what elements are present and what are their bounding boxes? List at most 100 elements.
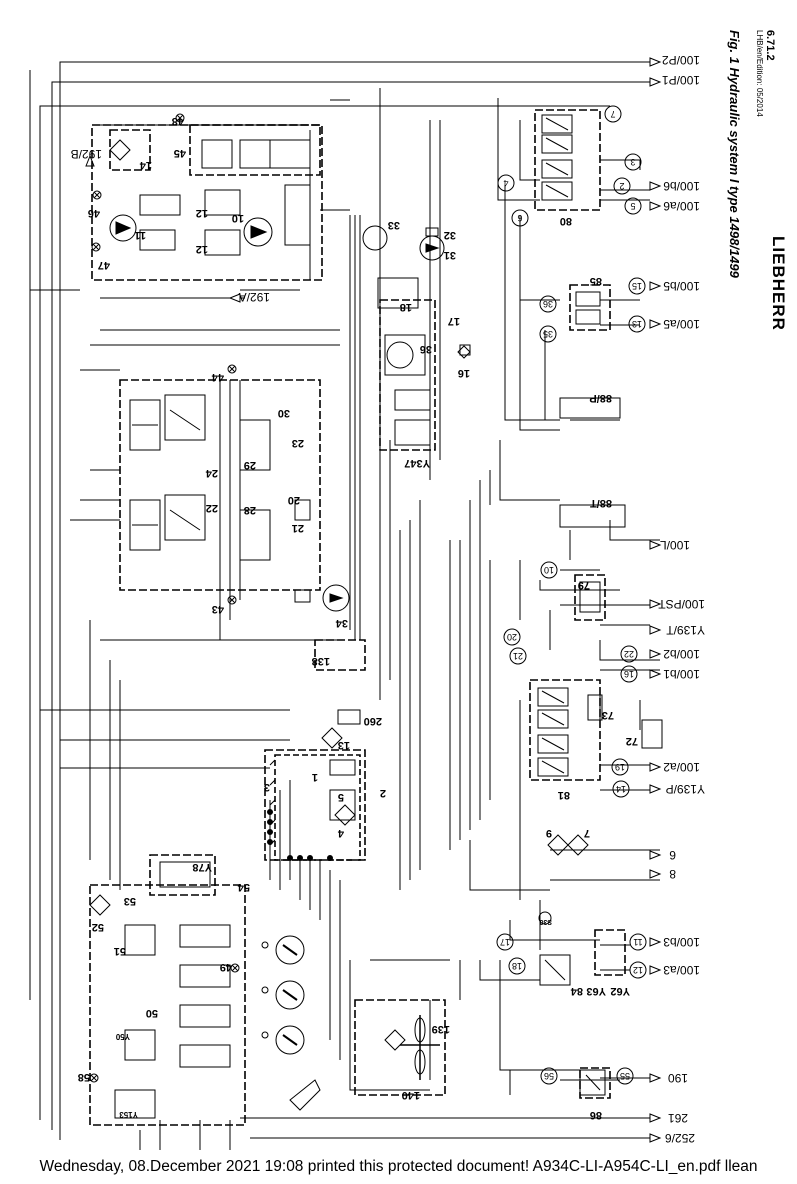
marker-35: 35 <box>543 329 553 339</box>
conn-a3: 100/a3 <box>663 963 700 977</box>
label-12a: 12 <box>196 207 208 219</box>
conn-b1: 100/b1 <box>663 667 700 681</box>
conn-a2: 100/a2 <box>663 760 700 774</box>
hydraulic-lines <box>29 61 660 1150</box>
conn-pst: 100/PST <box>658 597 705 611</box>
label-53: 53 <box>124 895 136 907</box>
label-47: 47 <box>98 259 110 271</box>
label-29: 29 <box>244 459 256 471</box>
label-36: 36 <box>420 343 432 355</box>
label-10: 10 <box>232 212 244 224</box>
label-139: 139 <box>432 1023 450 1035</box>
label-85: 85 <box>590 275 602 287</box>
port-circles <box>89 113 471 1083</box>
label-49: 49 <box>220 961 232 973</box>
label-20: 20 <box>288 494 300 506</box>
connection-arrows <box>85 57 662 1143</box>
label-13: 13 <box>338 739 350 751</box>
label-11: 11 <box>134 229 146 241</box>
edition-info: LHB/en/Edition: 05/2014 <box>755 30 764 117</box>
marker-11: 11 <box>633 937 642 947</box>
conn-252: 252/6 <box>665 1131 695 1145</box>
label-79: 79 <box>578 579 590 591</box>
label-5: 5 <box>338 791 344 803</box>
label-88t: 88/T <box>590 497 612 509</box>
label-y153: Y153 <box>119 1110 138 1119</box>
marker-18: 18 <box>512 961 522 971</box>
label-33: 33 <box>388 219 400 231</box>
marker-6: 6 <box>517 213 522 223</box>
marker-13: 13 <box>632 319 642 329</box>
conn-y139p: Y139/P <box>666 782 705 796</box>
line-marker-circles <box>496 105 647 1085</box>
marker-16: 16 <box>624 669 634 679</box>
filter-symbols <box>89 139 589 1051</box>
conn-y139t: Y139/T <box>666 623 705 637</box>
label-52: 52 <box>92 921 104 933</box>
label-17: 17 <box>448 315 460 327</box>
marker-10: 10 <box>544 565 554 575</box>
label-22: 22 <box>206 502 218 514</box>
conn-8: 8 <box>669 867 676 881</box>
label-16: 16 <box>458 367 470 379</box>
marker-22: 22 <box>624 649 634 659</box>
conn-a6: 100/a6 <box>663 199 700 213</box>
conn-190: 190 <box>668 1071 688 1085</box>
marker-15: 15 <box>632 281 642 291</box>
label-260: 260 <box>364 715 382 727</box>
label-3: 3 <box>264 781 270 793</box>
label-28: 28 <box>244 504 256 516</box>
marker-36: 36 <box>543 299 553 309</box>
conn-261: 261 <box>668 1111 688 1125</box>
label-48: 48 <box>172 115 184 127</box>
label-1: 1 <box>312 771 318 783</box>
label-21: 21 <box>292 522 304 534</box>
marker-3: 3 <box>630 157 635 167</box>
pumps-and-gauges <box>109 214 552 1111</box>
label-84: 84 <box>570 985 583 997</box>
label-18: 18 <box>400 301 412 313</box>
marker-17: 17 <box>500 937 510 947</box>
conn-192b: 192/B <box>71 147 102 161</box>
label-4: 4 <box>337 827 344 839</box>
label-14: 14 <box>139 159 152 171</box>
label-88p: 88/P <box>589 392 612 404</box>
conn-b6: 100/b6 <box>663 179 700 193</box>
label-2: 2 <box>380 787 386 799</box>
label-44: 44 <box>211 371 224 383</box>
connection-labels: 100/P2 100/P1 100/b6 100/a6 100/b5 100/a… <box>71 53 705 1145</box>
conn-192a: 192/A <box>239 290 270 304</box>
label-54: 54 <box>237 881 250 893</box>
label-30: 30 <box>278 407 290 419</box>
marker-14: 14 <box>616 784 626 794</box>
marker-5: 5 <box>630 201 635 211</box>
label-45: 45 <box>174 147 186 159</box>
label-80: 80 <box>560 215 572 227</box>
conn-6: 6 <box>669 848 676 862</box>
conn-a5: 100/a5 <box>663 317 700 331</box>
figure-title: Fig. 1 Hydraulic system I type 1498/1499 <box>727 30 742 278</box>
page-number: 6.71.2 <box>764 30 776 61</box>
marker-21: 21 <box>513 651 523 661</box>
valve-symbols <box>114 114 663 1119</box>
label-138: 138 <box>312 655 330 667</box>
label-y63: Y63 <box>586 985 606 997</box>
label-s30: S30 <box>539 918 552 925</box>
label-86: 86 <box>590 1109 602 1121</box>
label-32: 32 <box>444 229 456 241</box>
print-footer: Wednesday, 08.December 2021 19:08 printe… <box>39 1158 758 1175</box>
label-34: 34 <box>335 617 348 629</box>
marker-4: 4 <box>503 178 508 188</box>
conn-l: 100/L <box>660 538 690 552</box>
marker-7: 7 <box>610 109 615 119</box>
oil-tank <box>267 754 361 861</box>
conn-b5: 100/b5 <box>663 279 700 293</box>
conn-p2: 100/P2 <box>662 53 700 67</box>
label-51: 51 <box>114 945 126 957</box>
label-y62: Y62 <box>610 985 630 997</box>
label-y78: Y78 <box>192 861 212 873</box>
label-12b: 12 <box>196 243 208 255</box>
marker-12: 12 <box>633 965 643 975</box>
